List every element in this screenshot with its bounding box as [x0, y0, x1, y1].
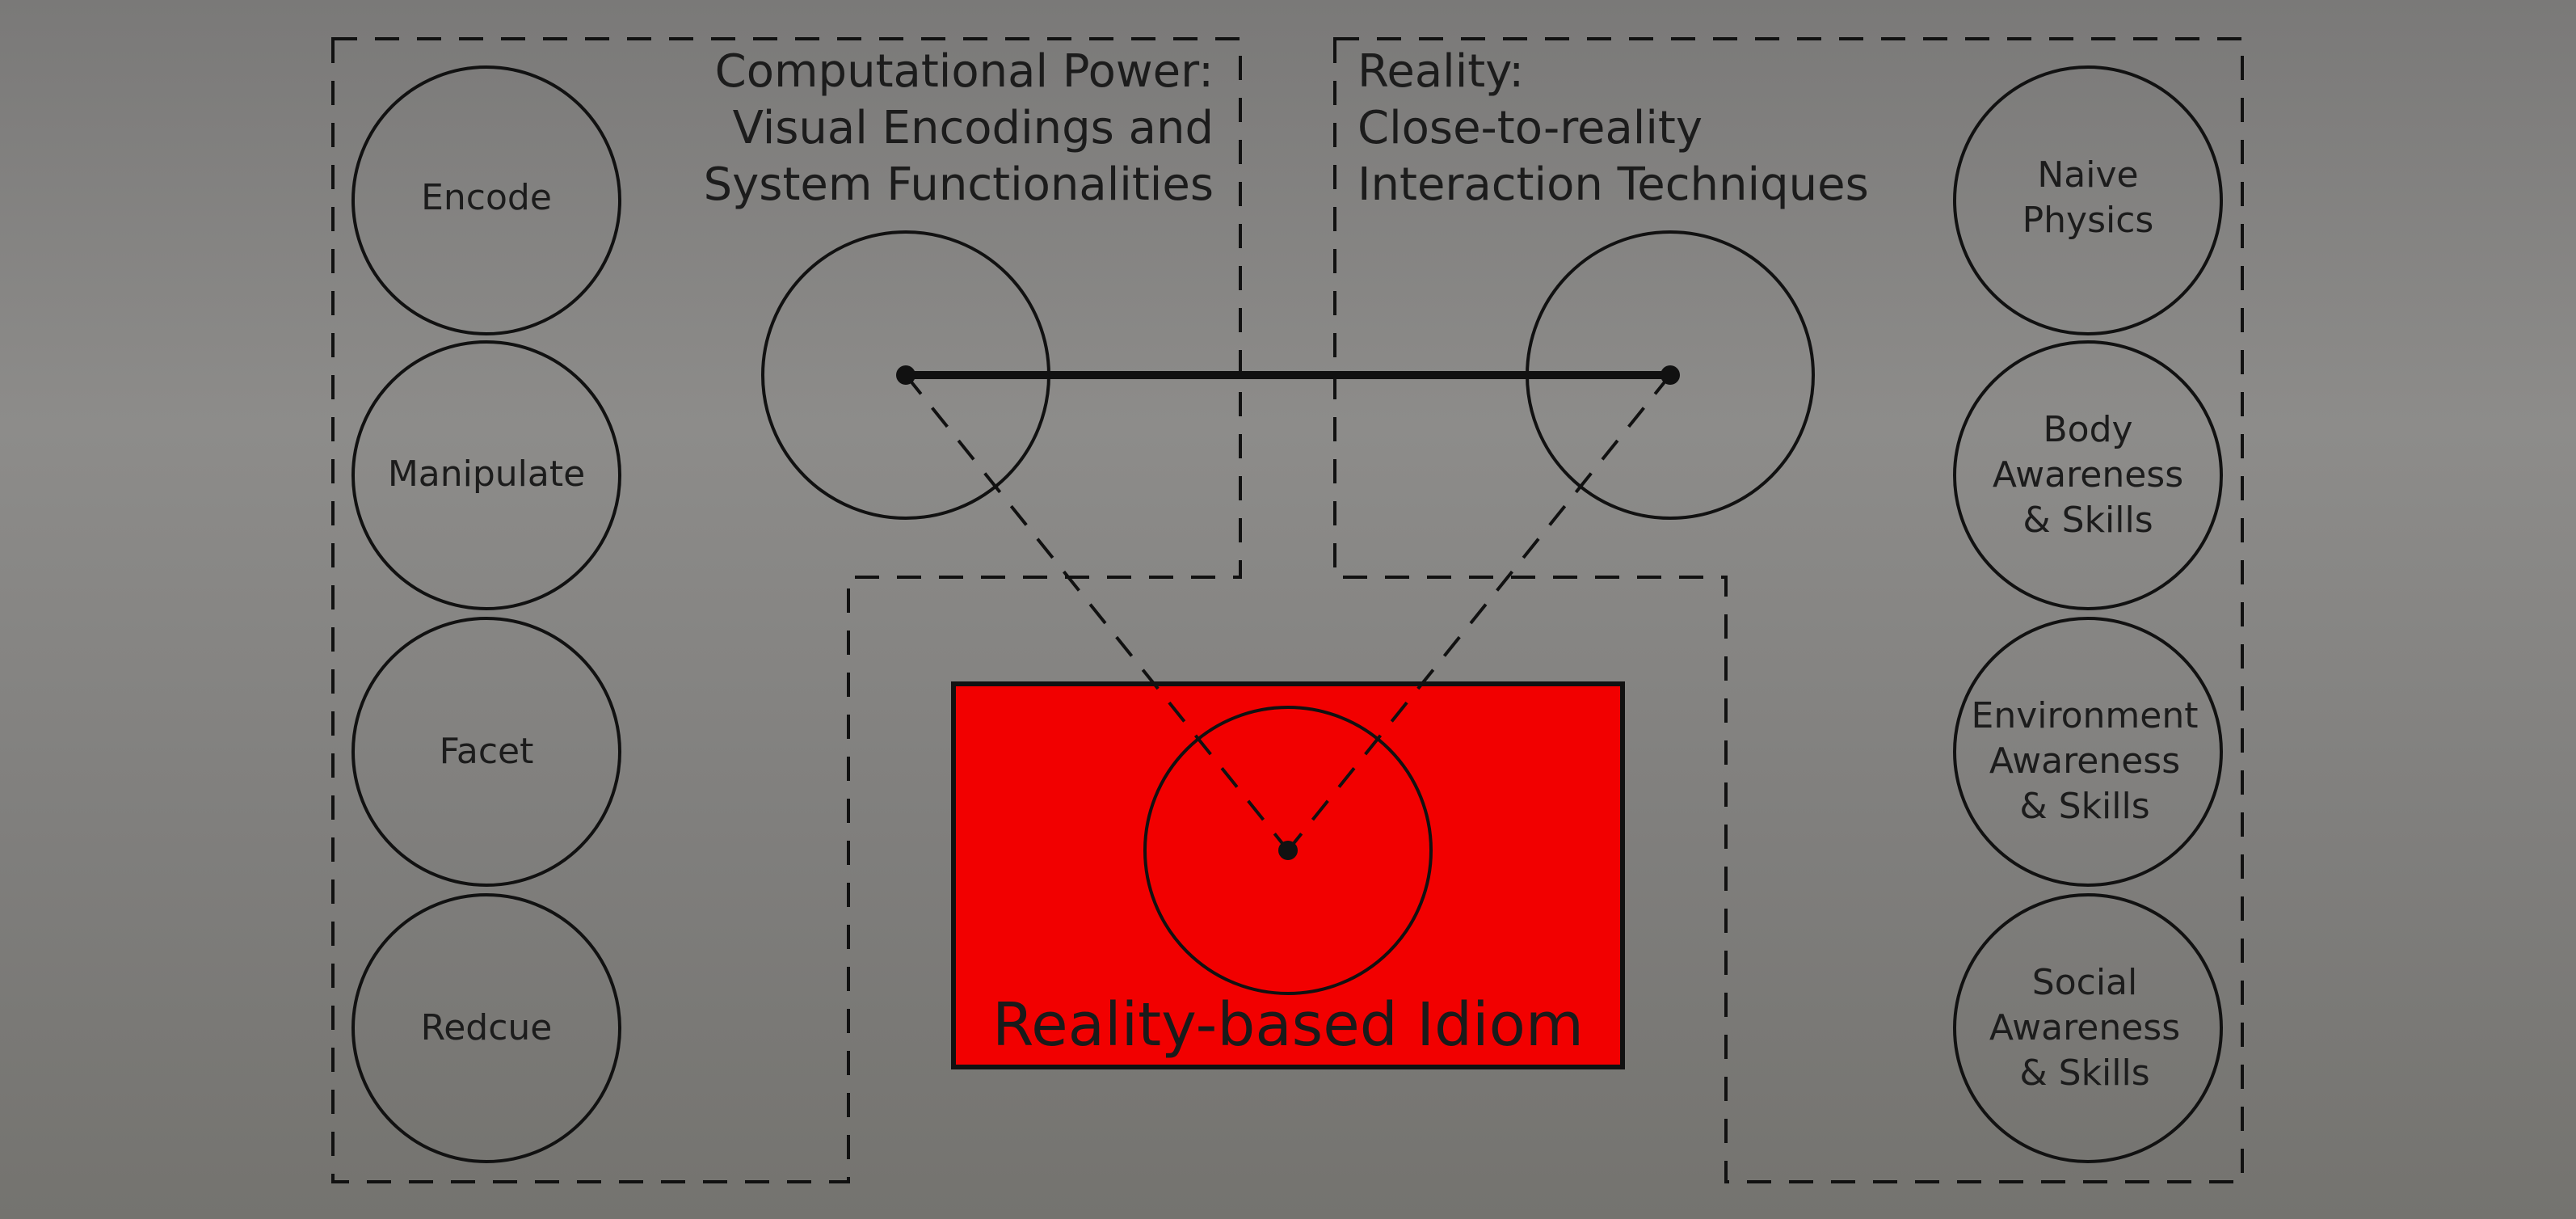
naive-physics-label: Naive Physics	[2022, 153, 2154, 243]
environment-awareness-circle	[1953, 617, 2223, 887]
social-awareness-circle	[1953, 893, 2223, 1163]
reduce-circle	[351, 893, 621, 1163]
label-line: Social	[2031, 962, 2138, 1003]
idiom-label: Reality-based Idiom	[992, 990, 1584, 1060]
label-line: Physics	[2022, 200, 2154, 241]
body-awareness-label: Body Awareness & Skills	[1993, 407, 2183, 543]
right-node-dot	[1661, 365, 1680, 385]
naive-physics-circle	[1953, 65, 2223, 335]
heading-line: Interaction Techniques	[1357, 158, 1869, 211]
encode-label: Encode	[421, 177, 552, 218]
label-line: & Skills	[2019, 1052, 2150, 1094]
label-line: & Skills	[2022, 500, 2153, 541]
facet-label: Facet	[439, 731, 534, 772]
encode-circle	[351, 65, 621, 335]
reduce-label: Redcue	[420, 1007, 553, 1048]
label-line: Awareness	[1989, 740, 2181, 782]
heading-line: System Functionalities	[703, 158, 1214, 211]
dashed-link-left	[904, 373, 1290, 852]
left-node-dot	[896, 365, 915, 385]
label-line: Environment	[1971, 695, 2199, 736]
manipulate-label: Manipulate	[387, 453, 586, 495]
label-line: Awareness	[1992, 454, 2184, 496]
label-line: Naive	[2037, 154, 2139, 196]
heading-line: Close-to-reality	[1357, 102, 1703, 154]
label-line: Body	[2043, 409, 2133, 450]
label-line: & Skills	[2019, 786, 2150, 827]
label-line: Awareness	[1989, 1007, 2181, 1048]
facet-circle	[351, 617, 621, 887]
manipulate-circle	[351, 340, 621, 610]
idiom-box	[951, 681, 1625, 1069]
body-awareness-circle	[1953, 340, 2223, 610]
social-awareness-label: Social Awareness & Skills	[1989, 960, 2180, 1096]
reality-boundary	[1333, 37, 2244, 1183]
heading-line: Computational Power:	[714, 45, 1214, 98]
heading-line: Reality:	[1357, 45, 1525, 98]
idiom-node-dot	[1278, 841, 1298, 860]
reality-heading: Reality: Close-to-reality Interaction Te…	[1357, 44, 1869, 213]
computational-power-boundary	[331, 37, 1242, 1183]
environment-awareness-label: Environment Awareness & Skills	[1972, 694, 2199, 829]
heading-line: Visual Encodings and	[732, 102, 1214, 154]
computational-power-heading: Computational Power: Visual Encodings an…	[704, 44, 1214, 213]
idiom-circle	[1143, 706, 1433, 995]
dashed-link-right	[1286, 373, 1672, 852]
